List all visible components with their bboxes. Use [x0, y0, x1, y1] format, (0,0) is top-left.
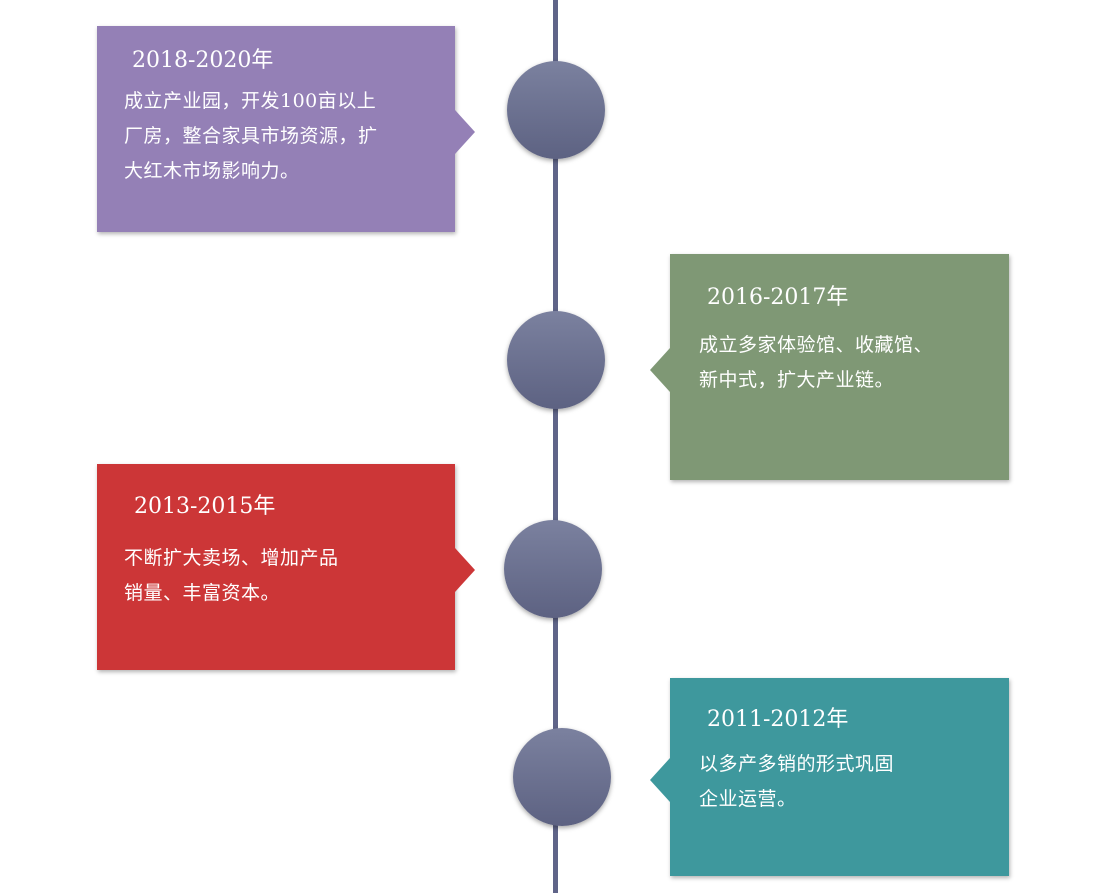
event-year: 2018-2020年: [132, 48, 274, 73]
timeline-axis: [553, 0, 558, 893]
description-line: 成立多家体验馆、收藏馆、: [699, 334, 934, 356]
description-line: 销量、丰富资本。: [124, 582, 281, 604]
card-pointer: [650, 348, 670, 392]
timeline-node-2011-2012: [513, 728, 611, 826]
timeline-card-2018-2020: 2018-2020年 成立产业园，开发100亩以上 厂房，整合家具市场资源，扩 …: [97, 26, 475, 232]
card-pointer: [455, 548, 475, 592]
event-description: 不断扩大卖场、增加产品 销量、丰富资本。: [124, 541, 339, 611]
description-line: 成立产业园，开发100亩以上: [124, 90, 377, 112]
timeline-node-2013-2015: [504, 520, 602, 618]
event-year: 2011-2012年: [707, 707, 849, 732]
event-description: 以多产多销的形式巩固 企业运营。: [699, 747, 894, 817]
description-line: 大红木市场影响力。: [124, 160, 300, 182]
description-line: 厂房，整合家具市场资源，扩: [124, 125, 378, 147]
description-line: 不断扩大卖场、增加产品: [124, 547, 339, 569]
timeline-node-2018-2020: [507, 61, 605, 159]
event-year: 2016-2017年: [707, 285, 849, 310]
card-pointer: [455, 110, 475, 154]
event-year: 2013-2015年: [134, 494, 276, 519]
timeline-card-2011-2012: 2011-2012年 以多产多销的形式巩固 企业运营。: [650, 678, 1009, 876]
event-description: 成立多家体验馆、收藏馆、 新中式，扩大产业链。: [699, 328, 933, 398]
description-line: 以多产多销的形式巩固: [699, 753, 895, 775]
timeline-node-2016-2017: [507, 311, 605, 409]
timeline-card-2016-2017: 2016-2017年 成立多家体验馆、收藏馆、 新中式，扩大产业链。: [650, 254, 1009, 480]
description-line: 新中式，扩大产业链。: [699, 369, 895, 391]
card-pointer: [650, 758, 670, 802]
timeline-card-2013-2015: 2013-2015年 不断扩大卖场、增加产品 销量、丰富资本。: [97, 464, 475, 670]
description-line: 企业运营。: [699, 788, 797, 810]
event-description: 成立产业园，开发100亩以上 厂房，整合家具市场资源，扩 大红木市场影响力。: [124, 84, 378, 189]
